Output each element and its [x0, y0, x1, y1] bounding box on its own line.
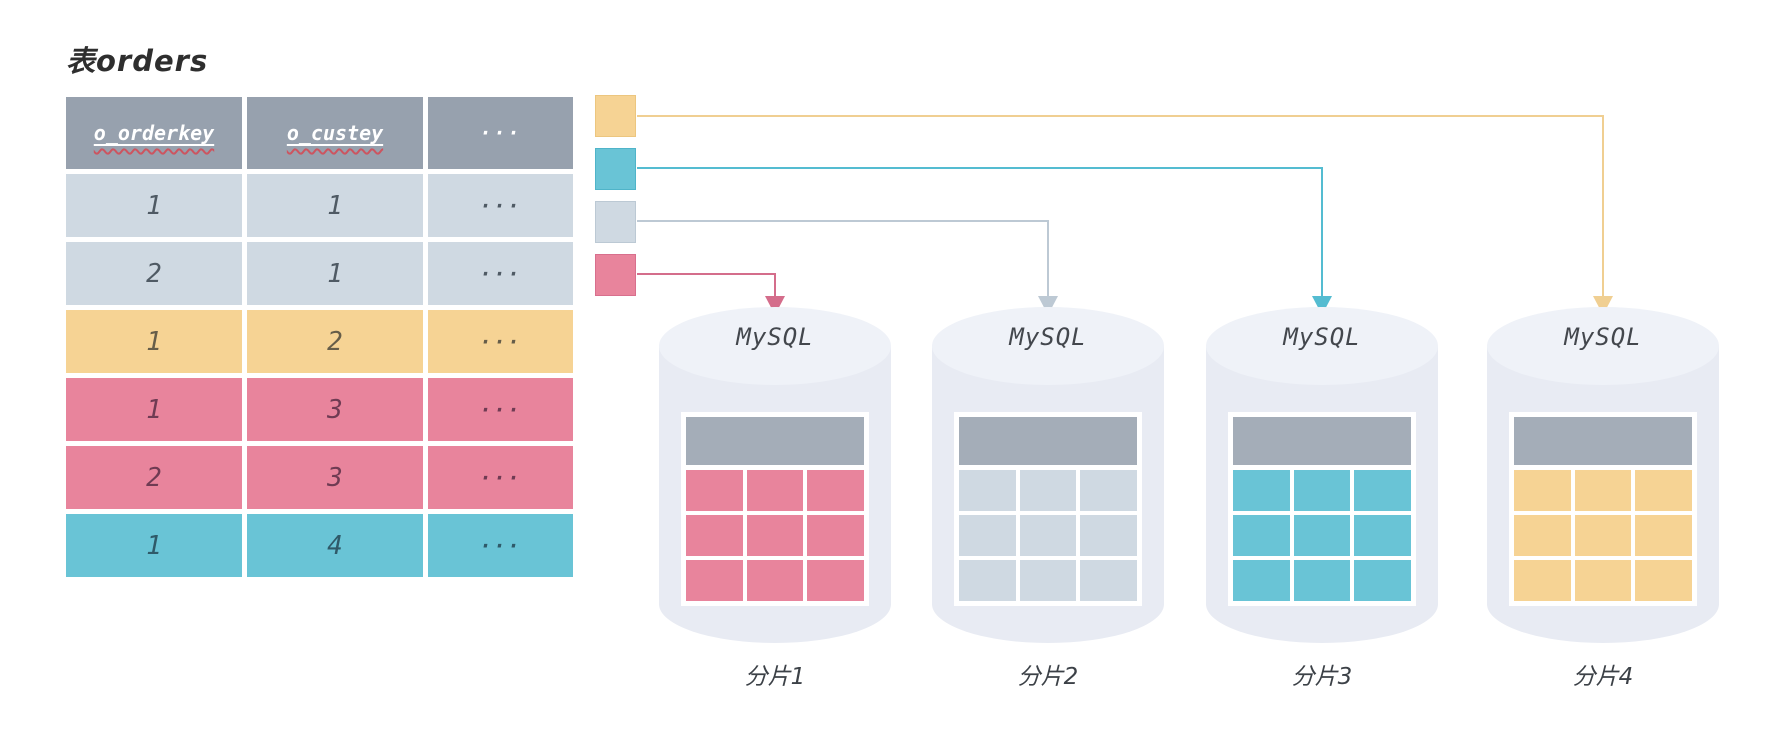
cylinder-top — [932, 307, 1164, 385]
mini-table-cell — [1233, 470, 1290, 511]
mini-table — [954, 412, 1142, 606]
mini-table-cell — [686, 515, 743, 556]
table-cell: 2 — [66, 446, 242, 509]
mini-table-cell — [746, 560, 804, 601]
mini-table — [681, 412, 869, 606]
table-cell: ··· — [428, 378, 573, 441]
mini-table-grid — [1233, 470, 1411, 601]
connector-blue — [637, 220, 1049, 296]
header-cell-more: ··· — [428, 97, 573, 169]
connector-pink — [637, 273, 776, 296]
mini-table-cell — [1293, 560, 1351, 601]
mini-table-header — [1514, 417, 1692, 465]
mini-table-cell — [1233, 560, 1290, 601]
mini-table-cell — [1354, 515, 1411, 556]
mini-table-cell — [1080, 470, 1137, 511]
shard-label-4: 分片4 — [1572, 664, 1634, 690]
mini-table-cell — [1233, 515, 1290, 556]
connector-cyan — [637, 167, 1323, 296]
shard-label-1: 分片1 — [744, 664, 806, 690]
cylinder-top — [1206, 307, 1438, 385]
header-cell-o-custey: o_custey — [247, 97, 423, 169]
mini-table-cell — [1574, 560, 1632, 601]
mini-table-cell — [1635, 515, 1692, 556]
shard-cylinder-2: MySQL 分片2 — [932, 307, 1164, 690]
mini-table-cell — [1574, 515, 1632, 556]
table-cell: 1 — [247, 242, 423, 305]
mini-table-header — [1233, 417, 1411, 465]
mini-table-header — [959, 417, 1137, 465]
mini-table-cell — [1635, 470, 1692, 511]
page-title: 表orders — [66, 44, 209, 78]
mini-table-cell — [1080, 560, 1137, 601]
header-cell-o-orderkey: o_orderkey — [66, 97, 242, 169]
db-name: MySQL — [1009, 323, 1087, 351]
cylinder-top — [659, 307, 891, 385]
table-cell: 1 — [66, 310, 242, 373]
mini-table-cell — [686, 560, 743, 601]
cylinder-top — [1487, 307, 1719, 385]
orders-table: o_orderkey o_custey ··· 1 1 ··· 2 1 ··· … — [66, 97, 573, 577]
table-cell: 1 — [66, 174, 242, 237]
shard-label-3: 分片3 — [1291, 664, 1353, 690]
mini-table-grid — [686, 470, 864, 601]
table-cell: 1 — [66, 378, 242, 441]
mini-table-cell — [1019, 470, 1077, 511]
shard-cylinder-3: MySQL 分片3 — [1206, 307, 1438, 690]
table-cell: 3 — [247, 378, 423, 441]
mini-table-cell — [1574, 470, 1632, 511]
mini-table-cell — [1354, 470, 1411, 511]
table-cell: 1 — [66, 514, 242, 577]
mini-table-cell — [1514, 560, 1571, 601]
table-cell: ··· — [428, 514, 573, 577]
mini-table-cell — [959, 560, 1016, 601]
shard-cylinder-1: MySQL 分片1 — [659, 307, 891, 690]
mini-table-cell — [1354, 560, 1411, 601]
table-cell: 1 — [247, 174, 423, 237]
shard-cylinder-4: MySQL 分片4 — [1487, 307, 1719, 690]
table-cell: ··· — [428, 174, 573, 237]
mini-table-cell — [959, 515, 1016, 556]
mini-table — [1228, 412, 1416, 606]
mini-table-header — [686, 417, 864, 465]
mini-table-cell — [1293, 470, 1351, 511]
mini-table-cell — [1293, 515, 1351, 556]
table-cell: 3 — [247, 446, 423, 509]
mini-table-cell — [1080, 515, 1137, 556]
table-cell: 2 — [66, 242, 242, 305]
mini-table-cell — [746, 515, 804, 556]
swatch-blue — [595, 201, 636, 243]
mini-table-cell — [1019, 560, 1077, 601]
mini-table-cell — [959, 470, 1016, 511]
mini-table — [1509, 412, 1697, 606]
table-cell: ··· — [428, 242, 573, 305]
table-cell: 2 — [247, 310, 423, 373]
swatch-cyan — [595, 148, 636, 190]
connector-yellow — [637, 115, 1604, 296]
db-name: MySQL — [1564, 323, 1642, 351]
mini-table-cell — [746, 470, 804, 511]
shard-label-2: 分片2 — [1017, 664, 1079, 690]
table-cell: ··· — [428, 446, 573, 509]
db-name: MySQL — [736, 323, 814, 351]
mini-table-grid — [959, 470, 1137, 601]
mini-table-cell — [807, 470, 864, 511]
table-cell: 4 — [247, 514, 423, 577]
swatch-pink — [595, 254, 636, 296]
mini-table-cell — [807, 560, 864, 601]
swatch-yellow — [595, 95, 636, 137]
mini-table-cell — [1514, 470, 1571, 511]
mini-table-cell — [1514, 515, 1571, 556]
mini-table-cell — [1635, 560, 1692, 601]
db-name: MySQL — [1283, 323, 1361, 351]
mini-table-grid — [1514, 470, 1692, 601]
table-cell: ··· — [428, 310, 573, 373]
mini-table-cell — [686, 470, 743, 511]
mini-table-cell — [807, 515, 864, 556]
mini-table-cell — [1019, 515, 1077, 556]
